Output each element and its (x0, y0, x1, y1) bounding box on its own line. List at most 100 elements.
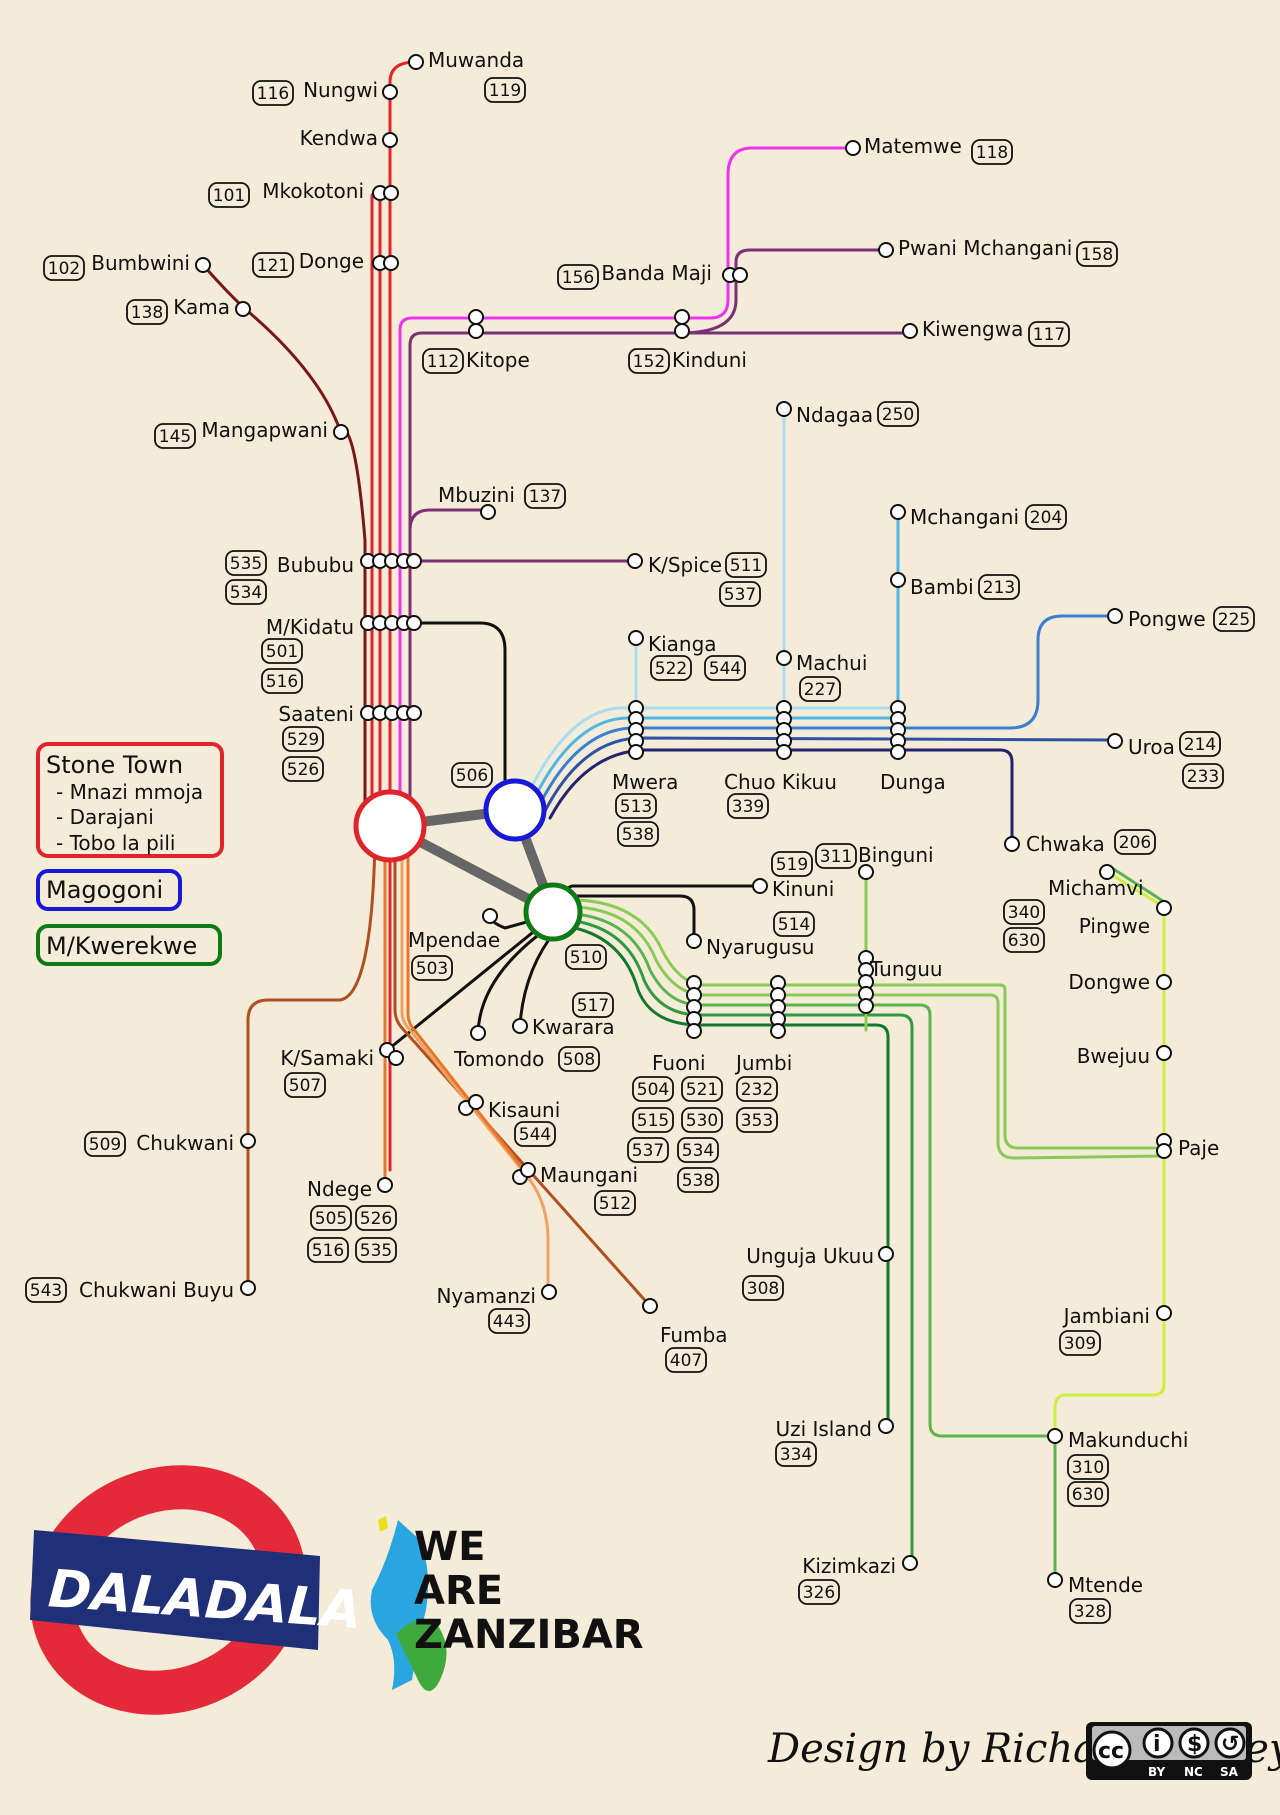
legend-mkwerekwe-label: M/Kwerekwe (46, 932, 197, 960)
route-number: 513 (620, 797, 652, 817)
station-marker-dongwe (1156, 974, 1172, 990)
route-badge-frame (422, 348, 464, 374)
legend-stone-town-box (36, 742, 224, 858)
station-label-kinuni: Kinuni (772, 877, 834, 901)
daladala-ring (30, 1465, 306, 1715)
station-label-mpendae: Mpendae (408, 928, 500, 952)
route-number: 214 (1184, 735, 1216, 755)
route-badge-frame (451, 762, 493, 788)
route-badge-frame (677, 1167, 719, 1193)
route-badge-frame (25, 1277, 67, 1303)
route-badge-frame (484, 77, 526, 103)
route-line-east (533, 716, 902, 799)
route-number: 517 (577, 996, 609, 1016)
station-label-mchangani: Mchangani (910, 505, 1019, 529)
we-are-zanzibar-logo: WE ARE ZANZIBAR (370, 1516, 644, 1692)
station-label-kwarara: Kwarara (532, 1015, 615, 1039)
station-marker-bububu (406, 553, 422, 569)
route-line-michamvi (1110, 866, 1168, 905)
route-number: 537 (632, 1141, 664, 1161)
route-number: 538 (682, 1171, 714, 1191)
sa-icon (1214, 1727, 1246, 1759)
route-number: 526 (360, 1209, 392, 1229)
route-badge-frame (1179, 731, 1221, 757)
station-label-fumba: Fumba (660, 1323, 728, 1347)
legend-magogoni-label: Magogoni (46, 876, 163, 904)
station-label-tunguu: Tunguu (869, 957, 943, 981)
route-number: 508 (563, 1050, 595, 1070)
route-badge-frame (681, 1107, 723, 1133)
zanzibar-island-yellow (378, 1516, 388, 1532)
route-number: 515 (637, 1111, 669, 1131)
route-number: 118 (976, 143, 1008, 163)
legend-stone-town-item: - Tobo la pili (56, 831, 175, 855)
route-number: 156 (562, 268, 594, 288)
station-label-pwani_mchangani: Pwani Mchangani (898, 236, 1072, 260)
route-number: 501 (266, 642, 298, 662)
station-label-dunga: Dunga (880, 770, 946, 794)
route-badge-frame (615, 793, 657, 819)
route-number: 505 (315, 1209, 347, 1229)
daladala-brush-band (30, 1530, 320, 1650)
station-marker-saateni (406, 705, 422, 721)
station-marker-ndege (377, 1177, 393, 1193)
route-number: 530 (686, 1111, 718, 1131)
station-label-michamvi: Michamvi (1048, 876, 1144, 900)
route-badge-frame (798, 1579, 840, 1605)
station-label-nungwi: Nungwi (303, 78, 378, 102)
route-number: 534 (230, 583, 262, 603)
route-number: 534 (682, 1141, 714, 1161)
station-label-kizimkazi: Kizimkazi (802, 1554, 896, 1578)
route-number: 544 (709, 659, 741, 679)
station-marker-uroa (1107, 733, 1123, 749)
sa-icon-text: ↺ (1221, 1732, 1239, 1757)
station-label-matemwe: Matemwe (864, 134, 962, 158)
route-badge-frame (617, 821, 659, 847)
route-number: 535 (230, 554, 262, 574)
route-number: 213 (983, 578, 1015, 598)
route-number: 535 (360, 1241, 392, 1261)
route-badge-frame (725, 552, 767, 578)
route-badge-frame (572, 992, 614, 1018)
route-badge-frame (1114, 829, 1156, 855)
route-line-east (528, 706, 902, 792)
route-number: 232 (741, 1080, 773, 1100)
route-number: 145 (159, 427, 191, 447)
route-number: 250 (882, 405, 914, 425)
station-label-muwanda: Muwanda (428, 48, 524, 72)
route-number: 158 (1081, 245, 1113, 265)
route-number: 514 (778, 915, 810, 935)
mkwerekwe-hub (523, 882, 583, 942)
station-label-ndege: Ndege (307, 1177, 372, 1201)
station-marker-unguja_ukuu (878, 1246, 894, 1262)
route-badge-frame (1025, 504, 1067, 530)
route-line-east (548, 748, 1014, 844)
station-label-pingwe: Pingwe (1079, 914, 1150, 938)
cc-label-nc: NC (1184, 1765, 1203, 1779)
station-marker-kisauni (468, 1094, 484, 1110)
route-badge-frame (771, 851, 813, 877)
station-marker-tomondo (470, 1025, 486, 1041)
station-marker-nyarugusu (686, 933, 702, 949)
station-label-mkokotoni: Mkokotoni (262, 179, 364, 203)
station-marker-banda_maji (732, 267, 748, 283)
route-number: 506 (456, 766, 488, 786)
route-number: 326 (803, 1583, 835, 1603)
station-label-ndagaa: Ndagaa (796, 403, 873, 427)
legend-stone-town-item: - Darajani (56, 805, 154, 829)
route-badge-frame (773, 911, 815, 937)
route-badge-frame (261, 668, 303, 694)
route-number: 519 (776, 855, 808, 875)
legend-stone-town-item: - Mnazi mmoja (56, 780, 203, 804)
station-marker-mtende (1047, 1572, 1063, 1588)
station-marker-nungwi (382, 84, 398, 100)
route-line-mbuzini (408, 508, 490, 532)
route-line-east (538, 614, 1118, 806)
station-label-paje: Paje (1178, 1136, 1219, 1160)
route-badge-frame (411, 955, 453, 981)
route-line-south (573, 919, 914, 1562)
route-number: 137 (529, 487, 561, 507)
route-badge-frame (565, 944, 607, 970)
daladala-logo: DALADALA (30, 1465, 363, 1715)
